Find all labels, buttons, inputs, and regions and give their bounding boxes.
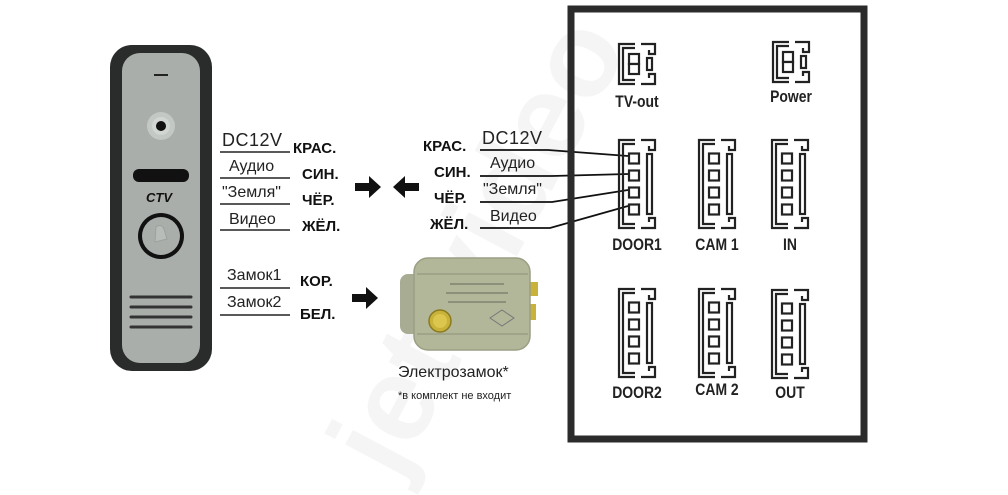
lock-color-label: КОР.: [300, 273, 333, 290]
arrow-right-lock-icon: [352, 287, 378, 309]
pin: [780, 186, 794, 199]
lock-icon: [400, 257, 538, 351]
lock-color-label: БЕЛ.: [300, 306, 336, 323]
monitor-color-label: КРАС.: [423, 138, 467, 155]
monitor-color-label: СИН.: [434, 164, 471, 181]
monitor-color-label: ЧЁР.: [434, 190, 467, 207]
lock-caption: Электрозамок*: [398, 364, 509, 381]
signal-label: DC12V: [222, 130, 283, 150]
pin: [707, 186, 721, 199]
connector-cam-2-icon: [697, 287, 737, 379]
pin: [627, 203, 641, 216]
wire-video: [480, 205, 629, 229]
monitor-signal-label: DC12V: [482, 128, 543, 148]
pin: [627, 318, 641, 331]
ir-window: [133, 169, 189, 182]
pin: [627, 352, 641, 365]
wire-dc12v: [480, 149, 629, 157]
pin: [707, 301, 721, 314]
wire-color-label: СИН.: [302, 166, 339, 183]
monitor-signal-label: Видео: [490, 208, 537, 225]
pin: [781, 50, 795, 64]
connector-power-icon: [771, 40, 811, 84]
signal-label: "Земля": [222, 184, 281, 201]
connector-in-icon: [770, 138, 810, 230]
pin: [780, 353, 794, 366]
connector-door2-icon: [617, 287, 657, 379]
connector-out-icon: [770, 288, 810, 380]
pin: [627, 301, 641, 314]
pin: [780, 302, 794, 315]
pin: [627, 186, 641, 199]
pin: [780, 169, 794, 182]
pin: [707, 169, 721, 182]
port-label: TV-out: [615, 92, 659, 111]
arrow-right-icon: [355, 176, 381, 198]
lock-signal-label: Замок2: [227, 294, 282, 311]
pin: [707, 318, 721, 331]
brand-logo: CTV: [146, 190, 172, 205]
connector-door1-icon: [617, 138, 657, 230]
pin: [780, 336, 794, 349]
wire-color-label: ЧЁР.: [302, 192, 335, 209]
monitor-signal-label: "Земля": [483, 181, 542, 198]
wire-audio: [480, 173, 629, 177]
pin: [627, 52, 641, 66]
pin: [707, 203, 721, 216]
pin: [780, 203, 794, 216]
lock-signal-label: Замок1: [227, 267, 282, 284]
port-label: IN: [783, 235, 797, 254]
camera-lens-icon: [156, 121, 166, 131]
panel-face: [122, 53, 200, 363]
port-label: Power: [770, 87, 812, 106]
monitor-signal-label: Аудио: [490, 155, 536, 172]
signal-label: Аудио: [229, 158, 275, 175]
signal-label: Видео: [229, 211, 276, 228]
door-panel: CTV: [110, 45, 212, 371]
pin: [627, 62, 641, 76]
port-label: DOOR2: [612, 383, 662, 402]
pin: [707, 352, 721, 365]
port-label: CAM 1: [695, 235, 739, 254]
monitor-board-outline: [567, 5, 868, 443]
wire-color-label: ЖЁЛ.: [302, 218, 341, 235]
monitor-color-label: ЖЁЛ.: [430, 216, 469, 233]
pin: [627, 335, 641, 348]
pin: [780, 319, 794, 332]
wire-ground: [480, 189, 629, 203]
door-panel-graphic: [110, 45, 212, 371]
arrow-left-icon: [393, 176, 419, 198]
connector-cam-1-icon: [697, 138, 737, 230]
diagram-lines: [220, 5, 868, 443]
lock-note: *в комплект не входит: [398, 390, 512, 402]
pin: [780, 152, 794, 165]
electric-lock: [392, 252, 552, 357]
pin: [627, 152, 641, 165]
pin: [627, 169, 641, 182]
connector-tv-out-icon: [617, 42, 657, 86]
port-label: OUT: [775, 383, 805, 402]
port-label: CAM 2: [695, 380, 739, 399]
pin: [781, 60, 795, 74]
pin: [707, 335, 721, 348]
wire-color-label: КРАС.: [293, 140, 337, 157]
port-label: DOOR1: [612, 235, 662, 254]
pin: [707, 152, 721, 165]
